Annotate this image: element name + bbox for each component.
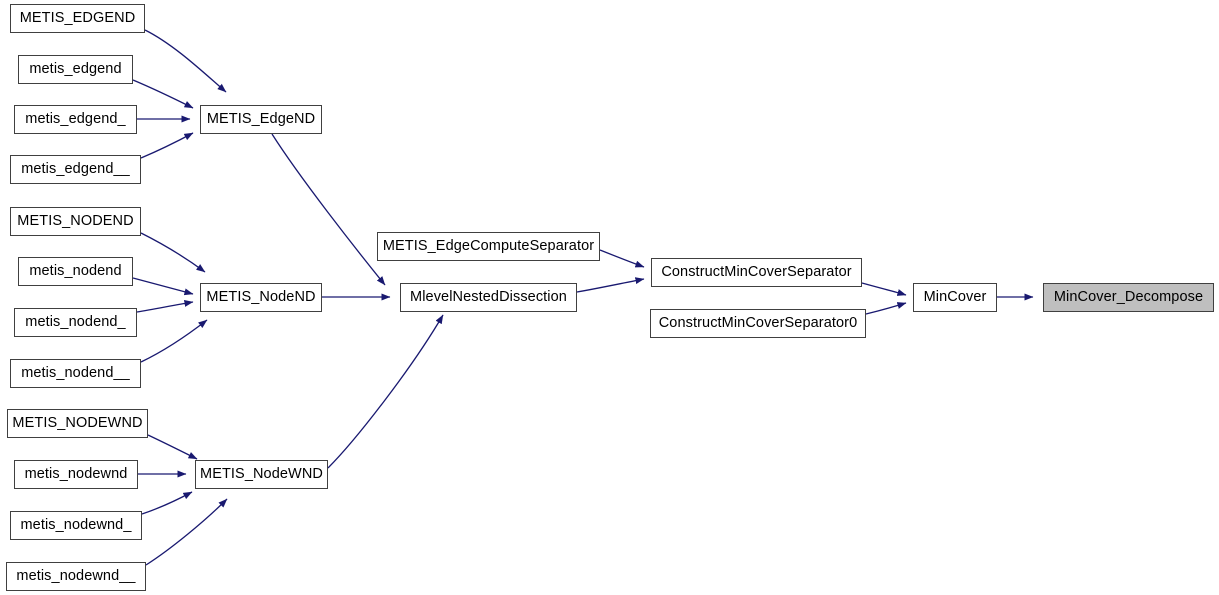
graph-node-label: metis_nodend: [29, 263, 122, 280]
graph-node-label: MinCover: [923, 289, 987, 306]
graph-node-metis_nodend_2[interactable]: metis_nodend__: [10, 359, 141, 388]
graph-node-ConstructMinCoverSeparator[interactable]: ConstructMinCoverSeparator: [651, 258, 862, 287]
graph-node-label: METIS_EdgeND: [206, 111, 316, 128]
graph-node-label: MinCover_Decompose: [1053, 289, 1204, 306]
graph-node-metis_nodewnd[interactable]: metis_nodewnd: [14, 460, 138, 489]
graph-node-label: metis_edgend: [29, 61, 122, 78]
graph-node-ConstructMinCoverSeparator0[interactable]: ConstructMinCoverSeparator0: [650, 309, 866, 338]
graph-edge-metis_nodewnd_2-to-METIS_NodeWND: [145, 498, 228, 566]
graph-edge-metis_nodewnd_1-to-METIS_NodeWND: [141, 491, 193, 515]
graph-node-metis_edgend_2[interactable]: metis_edgend__: [10, 155, 141, 184]
graph-edge-METIS_EdgeComputeSeparator-to-ConstructMinCoverSeparator: [599, 249, 645, 268]
graph-node-MinCover[interactable]: MinCover: [913, 283, 997, 312]
graph-node-metis_edgend[interactable]: metis_edgend: [18, 55, 133, 84]
graph-node-metis_nodend_1[interactable]: metis_nodend_: [14, 308, 137, 337]
graph-edge-metis_nodend-to-METIS_NodeND: [132, 277, 194, 296]
graph-node-METIS_EdgeND[interactable]: METIS_EdgeND: [200, 105, 322, 134]
graph-edge-metis_edgend_2-to-METIS_EdgeND: [140, 132, 194, 159]
graph-edge-metis_edgend-to-METIS_EdgeND: [132, 79, 194, 109]
graph-node-label: metis_edgend_: [25, 111, 126, 128]
graph-node-metis_edgend_caps[interactable]: METIS_EDGEND: [10, 4, 145, 33]
graph-node-metis_nodend_caps[interactable]: METIS_NODEND: [10, 207, 141, 236]
graph-node-metis_nodewnd_1[interactable]: metis_nodewnd_: [10, 511, 142, 540]
graph-node-MlevelNestedDissection[interactable]: MlevelNestedDissection: [400, 283, 577, 312]
graph-node-label: metis_nodewnd_: [20, 517, 132, 534]
graph-node-label: METIS_NodeND: [206, 289, 316, 306]
graph-node-label: ConstructMinCoverSeparator0: [658, 315, 858, 332]
graph-edge-metis_nodewnd_caps-to-METIS_NodeWND: [147, 434, 198, 460]
graph-node-label: METIS_NODEWND: [12, 415, 143, 432]
graph-edge-metis_edgend_caps-to-METIS_EdgeND: [144, 29, 227, 93]
graph-node-metis_nodend[interactable]: metis_nodend: [18, 257, 133, 286]
graph-edge-metis_nodend_caps-to-METIS_NodeND: [140, 232, 206, 273]
graph-node-label: metis_nodend__: [21, 365, 130, 382]
graph-edge-metis_nodend_2-to-METIS_NodeND: [140, 319, 208, 363]
graph-edge-ConstructMinCoverSeparator0-to-MinCover: [865, 302, 907, 315]
graph-node-label: metis_edgend__: [21, 161, 130, 178]
graph-node-metis_nodewnd_caps[interactable]: METIS_NODEWND: [7, 409, 148, 438]
graph-node-label: METIS_NodeWND: [200, 466, 323, 483]
graph-edge-METIS_EdgeND-to-MlevelNestedDissection: [271, 133, 386, 286]
graph-node-label: ConstructMinCoverSeparator: [661, 264, 852, 281]
graph-edge-metis_nodend_1-to-METIS_NodeND: [136, 299, 194, 313]
graph-node-metis_edgend_1[interactable]: metis_edgend_: [14, 105, 137, 134]
graph-node-METIS_NodeWND[interactable]: METIS_NodeWND: [195, 460, 328, 489]
graph-node-label: METIS_EDGEND: [19, 10, 136, 27]
graph-node-label: MlevelNestedDissection: [410, 289, 567, 306]
graph-node-MinCover_Decompose[interactable]: MinCover_Decompose: [1043, 283, 1214, 312]
graph-node-label: metis_nodewnd__: [16, 568, 136, 585]
graph-node-label: METIS_NODEND: [17, 213, 134, 230]
graph-node-METIS_NodeND[interactable]: METIS_NodeND: [200, 283, 322, 312]
graph-node-label: METIS_EdgeComputeSeparator: [382, 238, 595, 255]
graph-edge-MlevelNestedDissection-to-ConstructMinCoverSeparator: [576, 277, 645, 293]
graph-node-label: metis_nodend_: [25, 314, 126, 331]
graph-node-metis_nodewnd_2[interactable]: metis_nodewnd__: [6, 562, 146, 591]
graph-node-label: metis_nodewnd: [24, 466, 128, 483]
graph-node-METIS_EdgeComputeSeparator[interactable]: METIS_EdgeComputeSeparator: [377, 232, 600, 261]
graph-edge-METIS_NodeWND-to-MlevelNestedDissection: [327, 314, 444, 469]
graph-edge-ConstructMinCoverSeparator-to-MinCover: [861, 282, 907, 296]
